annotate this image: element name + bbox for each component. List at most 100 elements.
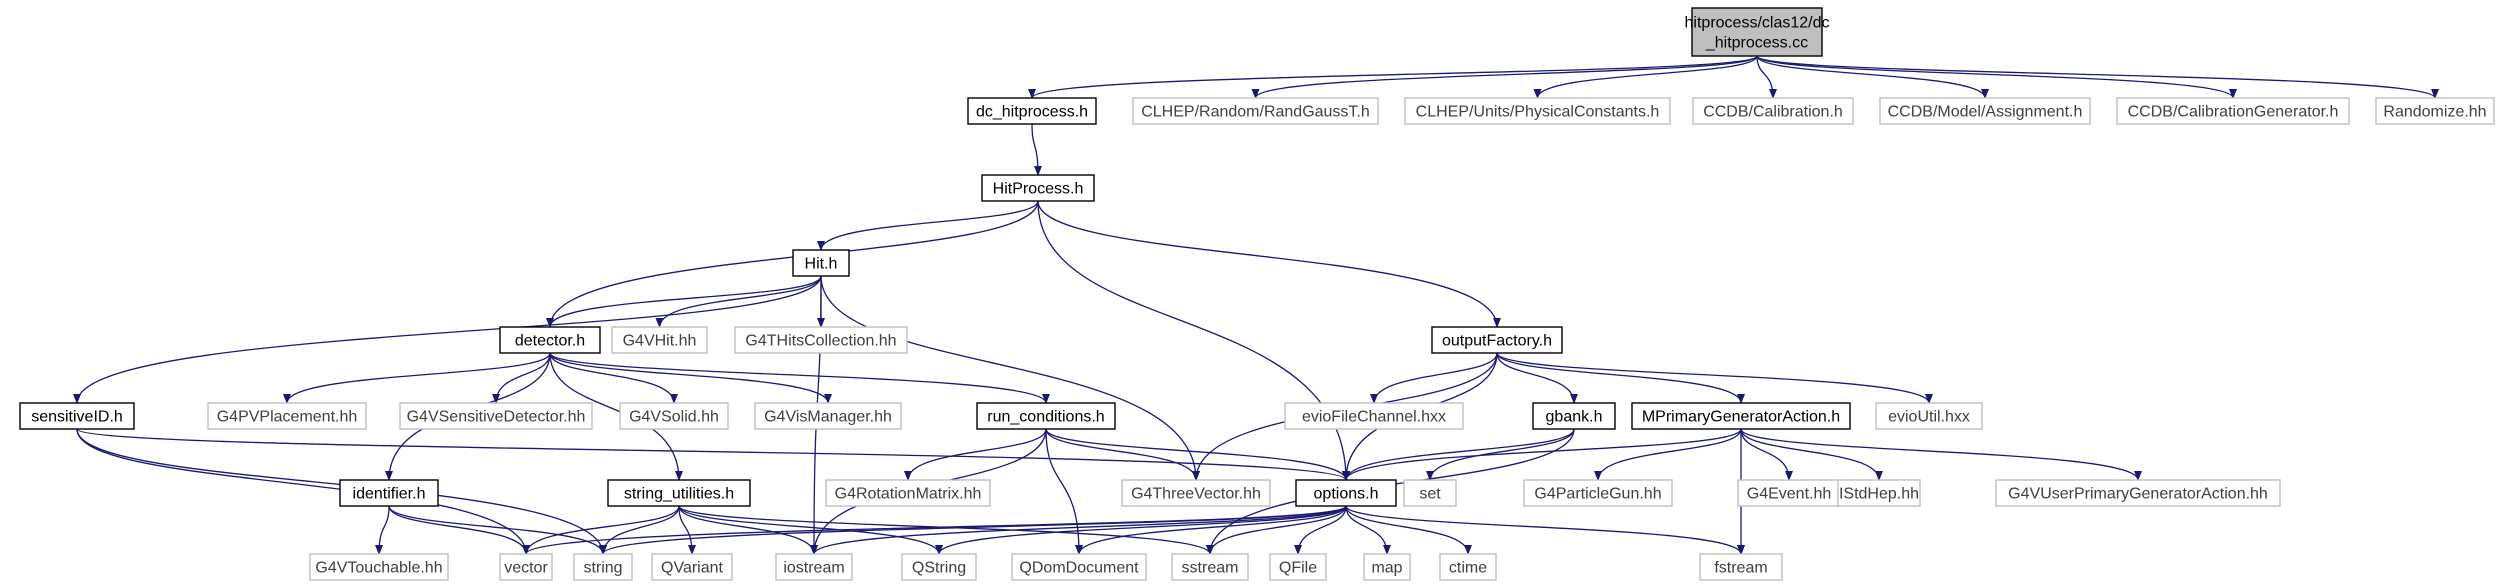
node-label: IStdHep.hh (1839, 486, 1919, 503)
node-g4vhit[interactable]: G4VHit.hh (611, 326, 708, 354)
node-box (207, 402, 367, 430)
node-detector-h[interactable]: detector.h (499, 326, 601, 354)
node-g4vsensdet[interactable]: G4VSensitiveDetector.hh (399, 402, 593, 430)
node-mprimary[interactable]: MPrimaryGeneratorAction.h (1631, 402, 1851, 430)
node-label: G4VSolid.hh (629, 409, 719, 426)
node-identifier[interactable]: identifier.h (339, 479, 439, 507)
node-iostream[interactable]: iostream (775, 553, 853, 581)
node-outputfactory[interactable]: outputFactory.h (1431, 326, 1563, 354)
node-g4vtouchable[interactable]: G4VTouchable.hh (309, 553, 449, 581)
edge-hitprocess-h-to-outputfactory (1037, 200, 1501, 328)
node-eviofilechannel[interactable]: evioFileChannel.hxx (1284, 402, 1464, 430)
node-label: sensitiveID.h (31, 409, 123, 426)
edge-options-to-ctime (1345, 505, 1472, 555)
edge-detector-h-to-g4vsensdet (492, 352, 551, 404)
node-box (499, 326, 601, 354)
node-box (976, 402, 1116, 430)
node-physconst[interactable]: CLHEP/Units/PhysicalConstants.h (1404, 97, 1671, 125)
edge-run-conditions-to-options (1045, 428, 1350, 481)
node-box (1431, 326, 1563, 354)
node-label: sstream (1182, 560, 1239, 577)
edge-root-to-ccdb-assign (1756, 55, 1989, 99)
node-label: dc_hitprocess.h (976, 104, 1088, 121)
node-root[interactable]: hitprocess/clas12/dc_hitprocess.cc (1685, 7, 1830, 57)
nodes-layer: hitprocess/clas12/dc_hitprocess.cc dc_hit… (19, 7, 2495, 581)
node-g4vuserprimary[interactable]: G4VUserPrimaryGeneratorAction.hh (1995, 479, 2281, 507)
node-string-utilities[interactable]: string_utilities.h (607, 479, 751, 507)
node-dc-hitprocess[interactable]: dc_hitprocess.h (967, 97, 1097, 125)
node-g4event[interactable]: G4Event.hh (1737, 479, 1841, 507)
node-hitprocess-h[interactable]: HitProcess.h (981, 174, 1095, 202)
edge-outputfactory-to-evioutil (1496, 352, 1933, 404)
node-vector[interactable]: vector (499, 553, 553, 581)
node-box (2375, 97, 2495, 125)
node-box (339, 479, 439, 507)
edge-sensitiveid-to-options (76, 428, 1350, 481)
node-g4thits[interactable]: G4THitsCollection.hh (734, 326, 908, 354)
node-box (775, 553, 853, 581)
node-label: QDomDocument (1019, 560, 1139, 577)
node-box (1363, 553, 1411, 581)
node-box (1879, 97, 2091, 125)
node-qstring[interactable]: QString (901, 553, 977, 581)
node-box (901, 553, 977, 581)
node-g4vsolid[interactable]: G4VSolid.hh (619, 402, 729, 430)
edge-run-conditions-to-g4rotation (904, 428, 1047, 481)
node-sensitiveid[interactable]: sensitiveID.h (19, 402, 135, 430)
node-label: G4VTouchable.hh (315, 560, 442, 577)
node-qvariant[interactable]: QVariant (651, 553, 733, 581)
edge-hit-h-to-g4vhit (655, 275, 822, 328)
node-g4rotation[interactable]: G4RotationMatrix.hh (825, 479, 991, 507)
node-label: QFile (1279, 560, 1317, 577)
node-box (2116, 97, 2350, 125)
node-label: Randomize.hh (2383, 104, 2486, 121)
edge-mprimary-to-g4vuserprimary (1740, 428, 2142, 481)
node-box (1132, 97, 1379, 125)
node-evioutil[interactable]: evioUtil.hxx (1875, 402, 1983, 430)
node-label: CCDB/CalibrationGenerator.h (2128, 104, 2339, 121)
node-string[interactable]: string (573, 553, 633, 581)
node-box (1011, 553, 1147, 581)
node-sstream[interactable]: sstream (1171, 553, 1249, 581)
node-g4pvplacement[interactable]: G4PVPlacement.hh (207, 402, 367, 430)
node-ccdb-calgen[interactable]: CCDB/CalibrationGenerator.h (2116, 97, 2350, 125)
node-label: run_conditions.h (987, 409, 1104, 426)
node-g4particlegun[interactable]: G4ParticleGun.hh (1523, 479, 1673, 507)
node-istdhep[interactable]: IStdHep.hh (1837, 479, 1921, 507)
node-qfile[interactable]: QFile (1269, 553, 1327, 581)
node-ctime[interactable]: ctime (1439, 553, 1497, 581)
node-label: CLHEP/Units/PhysicalConstants.h (1416, 104, 1660, 121)
node-ccdb-assign[interactable]: CCDB/Model/Assignment.h (1879, 97, 2091, 125)
node-options[interactable]: options.h (1295, 479, 1397, 507)
edge-identifier-to-g4vtouchable (375, 505, 390, 555)
node-g4threevector[interactable]: G4ThreeVector.hh (1121, 479, 1271, 507)
node-g4vismanager[interactable]: G4VisManager.hh (754, 402, 902, 430)
node-qdomdocument[interactable]: QDomDocument (1011, 553, 1147, 581)
node-box (825, 479, 991, 507)
node-randomize[interactable]: Randomize.hh (2375, 97, 2495, 125)
node-label: set (1419, 486, 1441, 503)
node-box (1403, 479, 1457, 507)
node-ccdb-cal[interactable]: CCDB/Calibration.h (1692, 97, 1854, 125)
node-randgauss[interactable]: CLHEP/Random/RandGaussT.h (1132, 97, 1379, 125)
node-box (607, 479, 751, 507)
node-fstream[interactable]: fstream (1699, 553, 1783, 581)
edge-detector-h-to-string-utilities (549, 352, 683, 481)
node-box (1631, 402, 1851, 430)
node-map[interactable]: map (1363, 553, 1411, 581)
node-run-conditions[interactable]: run_conditions.h (976, 402, 1116, 430)
node-label: evioUtil.hxx (1888, 409, 1970, 426)
node-box (1875, 402, 1983, 430)
node-hit-h[interactable]: Hit.h (792, 249, 850, 277)
edge-hit-h-to-detector-h (546, 275, 822, 328)
node-box (1284, 402, 1464, 430)
node-label: G4THitsCollection.hh (745, 333, 896, 350)
node-box (1295, 479, 1397, 507)
edge-hit-h-to-sensitiveid (73, 275, 822, 404)
node-label: MPrimaryGeneratorAction.h (1642, 409, 1840, 426)
node-set[interactable]: set (1403, 479, 1457, 507)
node-label: outputFactory.h (1442, 333, 1552, 350)
node-gbank[interactable]: gbank.h (1532, 402, 1616, 430)
node-label: G4VisManager.hh (764, 409, 892, 426)
edge-root-to-ccdb-calgen (1756, 55, 2237, 99)
